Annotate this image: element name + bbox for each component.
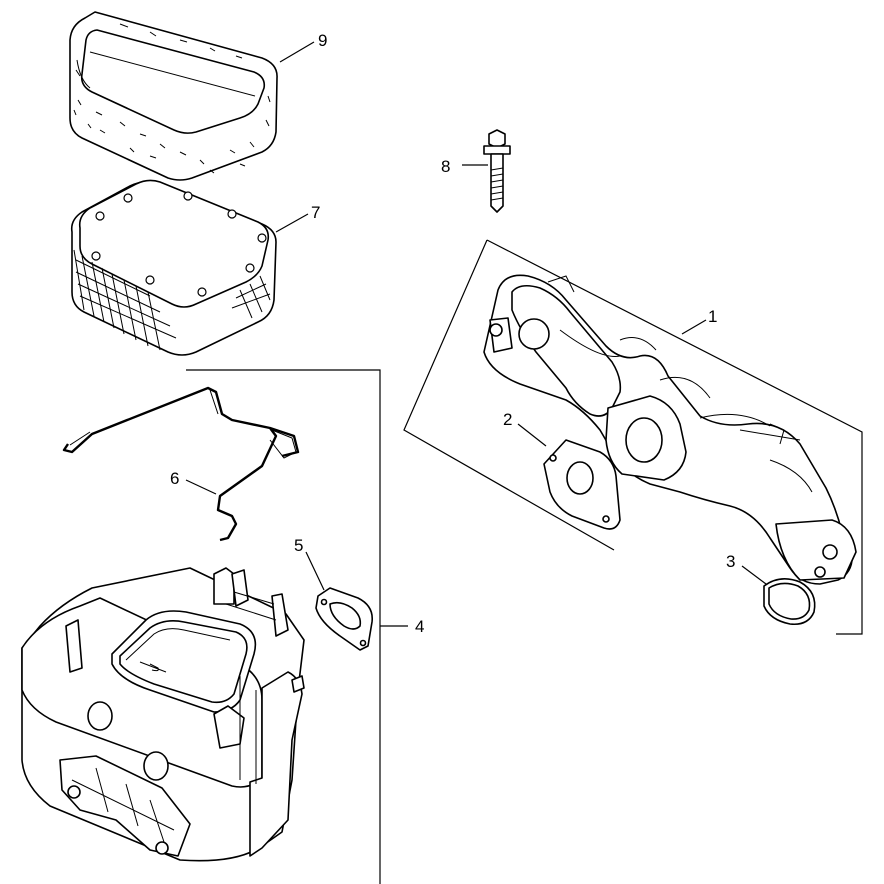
part-1-group-frame — [486, 239, 863, 635]
part-8-bolt[interactable] — [462, 129, 511, 213]
leader-5 — [305, 551, 325, 591]
callout-2: 2 — [503, 410, 512, 429]
part-1-intake-manifold[interactable] — [483, 274, 857, 585]
leader-1 — [681, 319, 707, 335]
leader-6 — [185, 479, 217, 495]
callout-8: 8 — [441, 157, 450, 176]
leader-9 — [279, 41, 315, 63]
callout-1: 1 — [708, 307, 717, 326]
part-4-group-frame — [186, 369, 381, 884]
callout-6: 6 — [170, 469, 179, 488]
part-9-precleaner[interactable] — [69, 11, 315, 181]
part-7-filter-element[interactable] — [70, 179, 309, 356]
part-2-gasket[interactable] — [517, 423, 621, 530]
callout-9: 9 — [318, 31, 327, 50]
callout-3: 3 — [726, 552, 735, 571]
leader-7 — [275, 213, 309, 233]
part-5-gasket[interactable] — [305, 551, 374, 651]
part-3-o-ring[interactable] — [741, 565, 816, 626]
callout-7: 7 — [311, 203, 320, 222]
part-6-wire-retainer[interactable] — [62, 386, 300, 542]
callout-5: 5 — [294, 536, 303, 555]
part-1-group-frame-left — [403, 239, 615, 551]
part-4-air-cleaner-base[interactable] — [21, 567, 305, 862]
leader-3 — [741, 565, 767, 585]
leader-2 — [517, 423, 547, 447]
callout-4: 4 — [415, 617, 424, 636]
